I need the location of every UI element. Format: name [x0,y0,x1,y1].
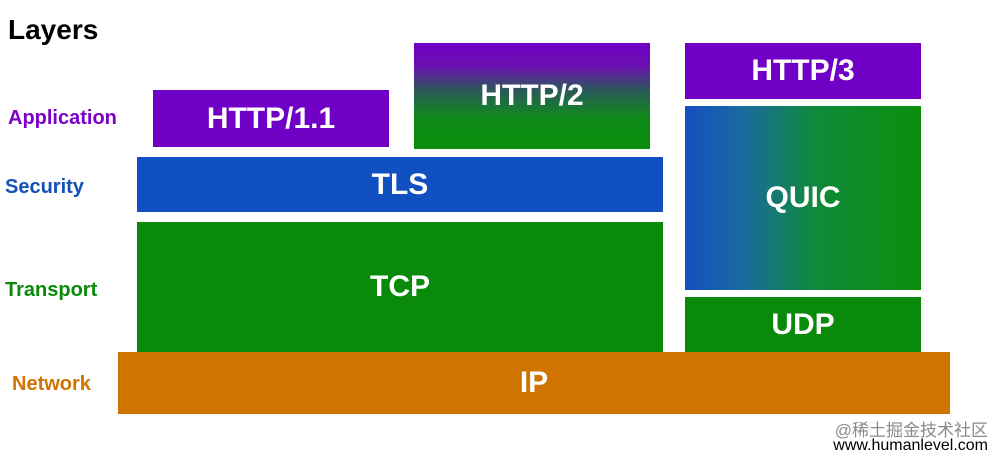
tls-box: TLS [137,157,663,212]
layer-label-network: Network [12,373,91,395]
http2-box: HTTP/2 [414,43,650,149]
quic-box: QUIC [685,106,921,290]
layer-label-transport: Transport [5,279,98,301]
layer-label-security: Security [5,176,84,198]
udp-box: UDP [685,297,921,352]
http11-box: HTTP/1.1 [153,90,389,147]
diagram-title: Layers [8,14,99,45]
layer-label-application: Application [8,107,117,129]
ip-box: IP [118,352,950,414]
tcp-box: TCP [137,222,663,352]
http3-box: HTTP/3 [685,43,921,99]
watermark-url: www.humanlevel.com [833,437,988,454]
watermark-community: @稀土掘金技术社区 [834,421,988,440]
